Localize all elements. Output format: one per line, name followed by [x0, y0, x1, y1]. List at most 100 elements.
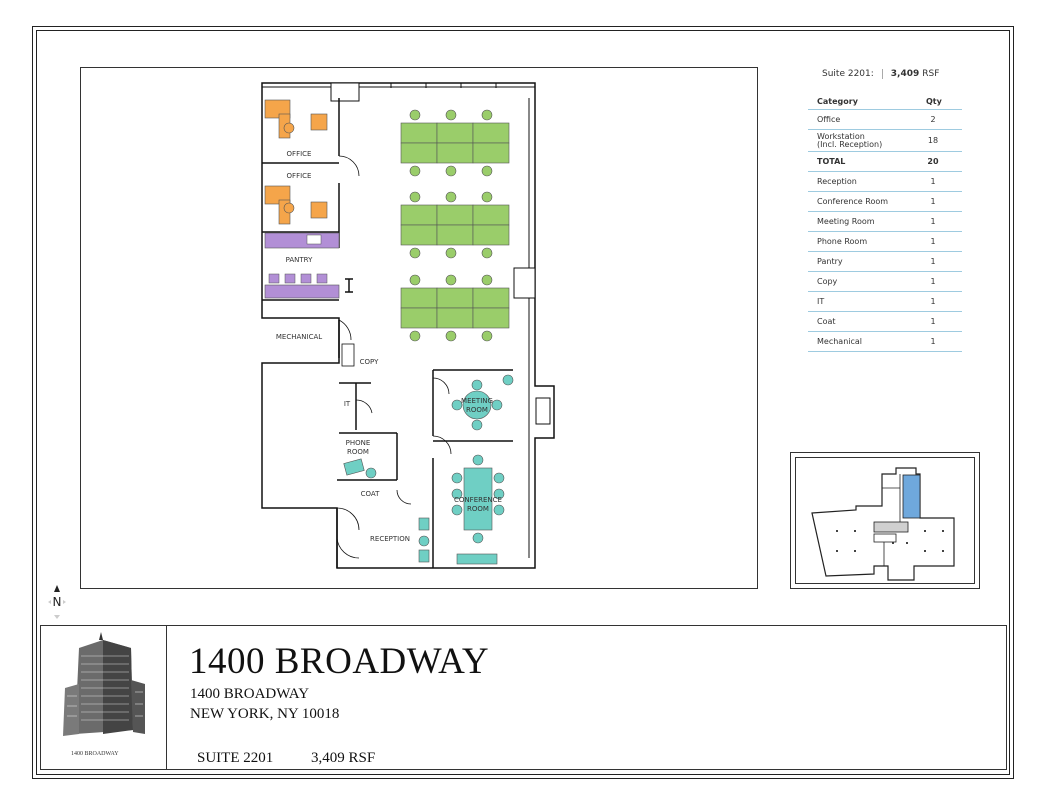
workstation-chair [481, 247, 493, 259]
legend-qty: 1 [930, 277, 936, 286]
key-map-frame [795, 457, 975, 584]
legend-row: Meeting Room 1 [808, 212, 962, 232]
workstation-chair [445, 191, 457, 203]
workstation-chair [409, 330, 421, 342]
workstation-chair [409, 191, 421, 203]
suite-number: SUITE 2201 [197, 750, 274, 766]
title-block: 1400 BROADWAY 1400 BROADWAY 1400 BROADWA… [40, 625, 1007, 770]
key-map-core [873, 474, 909, 566]
workstation-chair [445, 165, 457, 177]
workstation-desk [400, 142, 438, 164]
legend-header-category: Category [817, 97, 858, 106]
pantry-counters [264, 232, 353, 299]
legend-qty: 1 [930, 257, 936, 266]
floor-plan-drawing: OFFICE OFFICE PANTRY MECHANICAL COPY IT … [261, 82, 555, 569]
conference-chair [451, 504, 463, 516]
label-office-1: OFFICE [287, 150, 312, 158]
legend-qty: 2 [930, 115, 936, 124]
suite-unit: RSF [922, 69, 940, 79]
suite-summary: Suite 2201: 3,409 RSF [808, 66, 962, 82]
conference-chair [493, 504, 505, 516]
legend-row: Copy 1 [808, 272, 962, 292]
label-copy: COPY [360, 358, 379, 366]
building-logo: 1400 BROADWAY [41, 626, 167, 769]
label-conference-1: CONFERENCE [454, 496, 502, 504]
windows-right [513, 98, 551, 558]
legend-qty: 1 [930, 197, 936, 206]
workstation-cluster [436, 274, 474, 342]
label-conference-2: ROOM [467, 505, 489, 513]
label-coat: COAT [361, 490, 381, 498]
inner-frame [36, 30, 1010, 775]
door-swings [336, 155, 452, 559]
workstation-cluster [436, 191, 474, 259]
legend-category: Copy [817, 277, 838, 286]
suite-rsf: 3,409 RSF [311, 750, 376, 766]
legend-qty: 1 [930, 297, 936, 306]
workstation-chair [481, 191, 493, 203]
workstation-chair [481, 165, 493, 177]
legend-category: Phone Room [817, 237, 868, 246]
workstation-chair [481, 274, 493, 286]
legend-category-sub: (Incl. Reception) [817, 139, 883, 149]
conference-chair [472, 532, 484, 544]
workstation-desk [400, 204, 438, 226]
conference-chair [451, 472, 463, 484]
label-pantry: PANTRY [286, 256, 313, 264]
workstation-desk [472, 307, 510, 329]
workstation-chair [481, 330, 493, 342]
address-line-1: 1400 BROADWAY [190, 686, 310, 702]
workstation-desk [436, 122, 474, 144]
workstation-desk [436, 224, 474, 246]
legend-row: Workstation(Incl. Reception)18 [808, 130, 962, 152]
interior-walls [262, 98, 513, 568]
logo-caption: 1400 BROADWAY [71, 751, 119, 757]
legend-category: IT [817, 297, 825, 306]
legend-header: Category Qty [808, 94, 962, 110]
workstation-cluster [472, 191, 510, 259]
legend-row: IT 1 [808, 292, 962, 312]
address-line-2: NEW YORK, NY 10018 [190, 706, 340, 722]
workstation-chair [409, 165, 421, 177]
legend-category: Meeting Room [817, 217, 875, 226]
workstation-chair [409, 247, 421, 259]
workstation-desk [400, 287, 438, 309]
workstation-desk [472, 122, 510, 144]
legend-qty: 1 [930, 337, 936, 346]
workstation-desk [436, 287, 474, 309]
legend-category: Conference Room [817, 197, 889, 206]
workstation-desk [436, 142, 474, 164]
key-map-suite-highlight [902, 474, 921, 519]
legend-category: Coat [817, 317, 836, 326]
label-reception: RECEPTION [370, 535, 410, 543]
north-arrow: N [46, 583, 68, 623]
legend-qty: 20 [927, 157, 939, 166]
conference-room-furniture [451, 454, 505, 565]
conference-chair [493, 472, 505, 484]
workstation-chair [445, 247, 457, 259]
workstation-chair [445, 330, 457, 342]
workstation-desk [436, 307, 474, 329]
legend-qty: 1 [930, 217, 936, 226]
building-name: 1400 BROADWAY [189, 641, 490, 682]
label-office-2: OFFICE [287, 172, 312, 180]
workstation-chair [445, 109, 457, 121]
workstation-cluster [400, 274, 438, 342]
label-phone-2: ROOM [347, 448, 369, 456]
north-label: N [53, 595, 62, 609]
label-mechanical: MECHANICAL [276, 333, 322, 341]
workstation-desk [472, 204, 510, 226]
suite-label: Suite 2201: [822, 69, 883, 79]
legend-qty: 1 [930, 177, 936, 186]
legend-category: Reception [817, 177, 857, 186]
workstation-cluster [472, 109, 510, 177]
conference-chair [472, 454, 484, 466]
key-map-drawing [811, 467, 955, 581]
legend-category: Office [817, 115, 841, 124]
workstation-chair [481, 109, 493, 121]
workstation-desk [472, 287, 510, 309]
